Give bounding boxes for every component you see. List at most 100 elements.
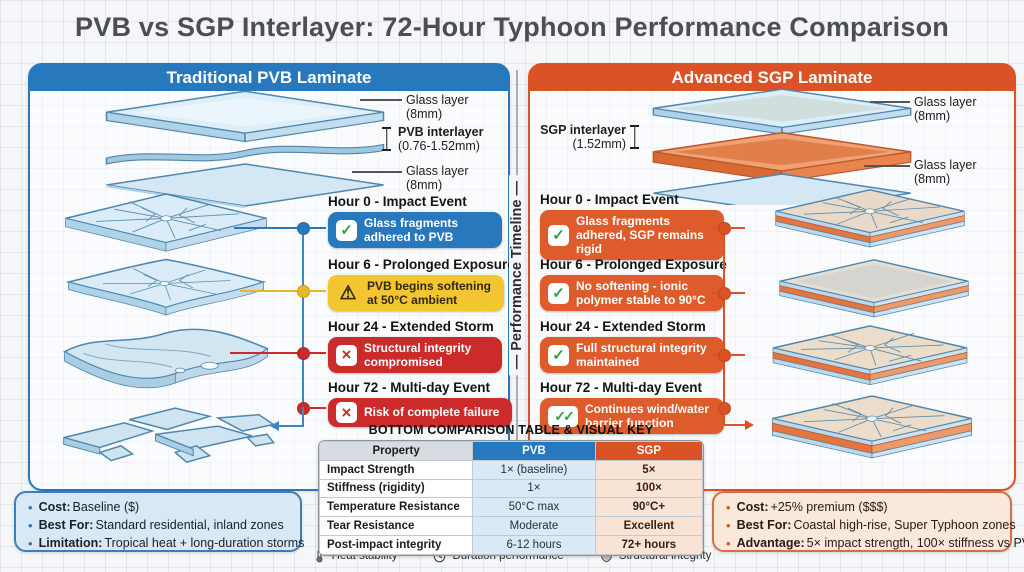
sgp-event-3-badge: ✓✓ Continues wind/water barrier function [540,398,724,435]
cell-sgp-value: 90°C+ [594,497,703,518]
fail-icon: × [336,402,357,423]
note-line: • Best For:Standard residential, inland … [28,517,284,533]
label-line [360,99,402,101]
cell-pvb-value: 50°C max [472,497,596,518]
sgp-event-0-time: Hour 0 - Impact Event [540,192,679,207]
cell-sgp-value: 72+ hours [594,534,703,555]
fail-icon: × [336,344,357,366]
pvb-interlayer-label: PVB interlayer (0.76-1.52mm) [398,125,484,154]
pvb-panel: Traditional PVB Laminate Glass layer (8m… [28,63,515,491]
pvb-timeline-line [302,223,304,407]
pvb-stage2-cracked-sagging-glass [65,258,267,316]
pvb-event-2-badge: × Structural integrity compromised [328,337,502,374]
check-icon: ✓ [336,219,357,241]
pvb-stage3-deformed-glass [62,328,269,389]
sgp-stage4-cracked-rigid-plate [771,395,973,459]
table-row: Tear Resistance Moderate Excellent [319,516,703,536]
pvb-event-0-time: Hour 0 - Impact Event [328,194,467,209]
sgp-stage2-intact-plate [779,259,969,318]
table-row: Stiffness (rigidity) 1× 100× [319,478,703,499]
label-line [352,171,402,173]
sgp-event-1-time: Hour 6 - Prolonged Exposure [540,257,727,272]
bullet-icon: • [726,535,731,551]
connector [234,227,302,229]
connector [723,424,745,426]
note-line: • Cost:+25% premium ($$$) [726,500,888,515]
connector [306,407,326,409]
connector [240,290,302,292]
note-line: • Best For:Coastal high-rise, Super Typh… [726,517,1016,533]
check-icon: ✓ [548,282,569,304]
pvb-summary-box: • Cost:Baseline ($) • Best For:Standard … [14,491,305,552]
bullet-icon: • [726,517,731,533]
double-check-icon: ✓✓ [548,405,578,427]
connector [729,292,745,294]
connector [729,354,745,356]
pvb-stage1-cracked-glass [65,193,267,252]
bullet-icon: • [28,517,33,533]
pvb-event-1-time: Hour 6 - Prolonged Exposure [328,257,515,272]
pvb-top-glass-label: Glass layer (8mm) [406,93,469,122]
arrow-to-intact-glass-icon [745,420,754,430]
comparison-table-title: BOTTOM COMPARISON TABLE & VISUAL KEY [368,423,654,437]
cell-sgp-value: 100× [594,478,703,499]
sgp-event-2-time: Hour 24 - Extended Storm [540,319,706,334]
cell-sgp-value: Excellent [594,516,703,536]
note-line: • Limitation:Tropical heat + long-durati… [28,535,305,551]
sgp-panel: Advanced SGP Laminate SGP interlayer (1.… [528,63,1016,491]
page-title: PVB vs SGP Interlayer: 72-Hour Typhoon P… [75,12,949,42]
check-icon: ✓ [548,344,569,366]
connector [729,227,745,229]
pvb-event-1-badge: ⚠ PVB begins softening at 50°C ambient [328,275,504,312]
performance-timeline-label: — Performance Timeline — [509,174,525,376]
sgp-stage1-cracked-rigid-plate [775,189,965,248]
connector [278,425,304,427]
connector [230,352,302,354]
bullet-icon: • [28,500,33,515]
cell-pvb-value: Moderate [472,516,596,536]
bullet-icon: • [28,535,33,551]
interlayer-dimension-marker [630,125,639,149]
sgp-timeline-line [723,225,725,407]
cell-property: Post-impact integrity [319,534,474,555]
cell-sgp-value: 5× [594,459,703,480]
table-row: Post-impact integrity 6-12 hours 72+ hou… [319,534,703,555]
sgp-event-1-badge: ✓ No softening - ionic polymer stable to… [540,275,724,312]
sgp-panel-header: Advanced SGP Laminate [529,64,1015,91]
interlayer-dimension-marker [382,127,391,151]
sgp-summary-box: • Cost:+25% premium ($$$) • Best For:Coa… [712,491,1024,552]
column-header-pvb: PVB [472,441,596,461]
cell-pvb-value: 1× [472,478,596,499]
cell-pvb-value: 1× (baseline) [472,459,596,480]
bullet-icon: • [726,500,731,515]
cell-pvb-value: 6-12 hours [472,534,596,555]
cell-property: Impact Strength [319,459,474,480]
connector [712,354,718,356]
warning-icon: ⚠ [339,282,357,304]
arrow-to-failed-glass-icon [270,421,279,431]
sgp-event-0-badge: ✓ Glass fragments adhered, SGP remains r… [540,210,724,261]
connector [712,227,718,229]
check-icon: ✓ [548,224,569,246]
table-row: Impact Strength 1× (baseline) 5× [319,459,703,480]
sgp-stage3-cracked-rigid-plate [772,325,968,386]
connector [723,407,725,426]
pvb-panel-header: Traditional PVB Laminate [29,64,509,91]
pvb-laminate-stack-diagram [105,90,385,209]
table-row: Temperature Resistance 50°C max 90°C+ [319,497,703,518]
cell-property: Stiffness (rigidity) [319,478,474,499]
pvb-event-3-badge: × Risk of complete failure [328,398,512,427]
column-header-sgp: SGP [594,441,703,461]
sgp-bottom-glass-label: Glass layer (8mm) [914,158,977,187]
label-line [870,101,910,103]
sgp-event-2-badge: ✓ Full structural integrity maintained [540,337,724,374]
cell-property: Temperature Resistance [319,497,474,518]
pvb-event-2-time: Hour 24 - Extended Storm [328,319,494,334]
connector [302,407,304,427]
comparison-table: Property PVB SGP Impact Strength 1× (bas… [318,440,704,556]
column-header-property: Property [319,441,474,461]
connector [306,227,326,229]
connector [712,292,718,294]
sgp-top-glass-label: Glass layer (8mm) [914,95,977,124]
